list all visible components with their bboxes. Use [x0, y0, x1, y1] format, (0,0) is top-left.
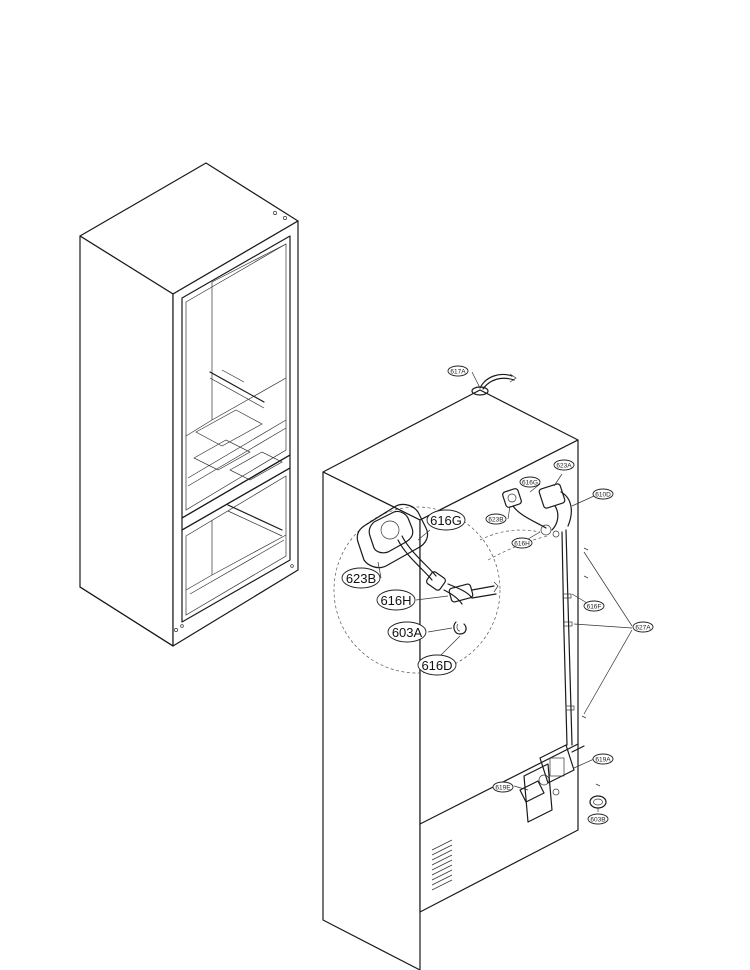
callout-616F: 616F	[583, 600, 605, 612]
callout-623A: 623A	[553, 459, 575, 471]
svg-text:623B: 623B	[488, 517, 503, 524]
svg-text:616F: 616F	[587, 604, 602, 611]
svg-text:616D: 616D	[421, 658, 452, 673]
svg-text:616G: 616G	[522, 480, 538, 487]
svg-text:616H: 616H	[514, 541, 530, 548]
callout-617A: 617A	[447, 365, 469, 377]
svg-text:610D: 610D	[595, 492, 611, 499]
svg-text:619E: 619E	[495, 785, 511, 792]
callout-616G: 616G	[426, 509, 466, 531]
svg-text:619A: 619A	[595, 757, 611, 764]
callout-610D: 610D	[592, 488, 614, 500]
callout-603A: 603A	[387, 621, 427, 643]
detail-magnifier	[333, 503, 549, 674]
svg-text:617A: 617A	[450, 369, 466, 376]
callout-619A: 619A	[592, 753, 614, 765]
callout-627A: 627A	[632, 621, 654, 633]
water-line-assembly	[502, 483, 607, 823]
svg-text:616H: 616H	[380, 593, 411, 608]
svg-text:616G: 616G	[430, 513, 462, 528]
clip-603A	[453, 621, 467, 635]
callout-616H-small: 616H	[511, 537, 533, 549]
svg-text:603A: 603A	[392, 625, 423, 640]
callout-616H: 616H	[376, 589, 416, 611]
callout-623B: 623B	[341, 567, 381, 589]
refrigerator-cabinet-rear	[322, 373, 579, 970]
callout-616D: 616D	[417, 654, 457, 676]
callout-619E: 619E	[492, 781, 514, 793]
svg-text:603B: 603B	[590, 817, 605, 824]
water-valve	[519, 744, 585, 823]
svg-text:623B: 623B	[346, 571, 376, 586]
elbow-616H	[443, 581, 499, 605]
refrigerator-cabinet-front	[79, 162, 299, 647]
vent-grille	[431, 839, 453, 891]
svg-text:627A: 627A	[635, 625, 651, 632]
callout-603B: 603B	[587, 813, 609, 825]
tube-616G	[397, 535, 446, 591]
callout-616G-small: 616G	[519, 476, 541, 488]
top-connector-617A	[471, 373, 517, 396]
svg-text:623A: 623A	[556, 463, 572, 470]
callout-623B-small: 623B	[485, 513, 507, 525]
